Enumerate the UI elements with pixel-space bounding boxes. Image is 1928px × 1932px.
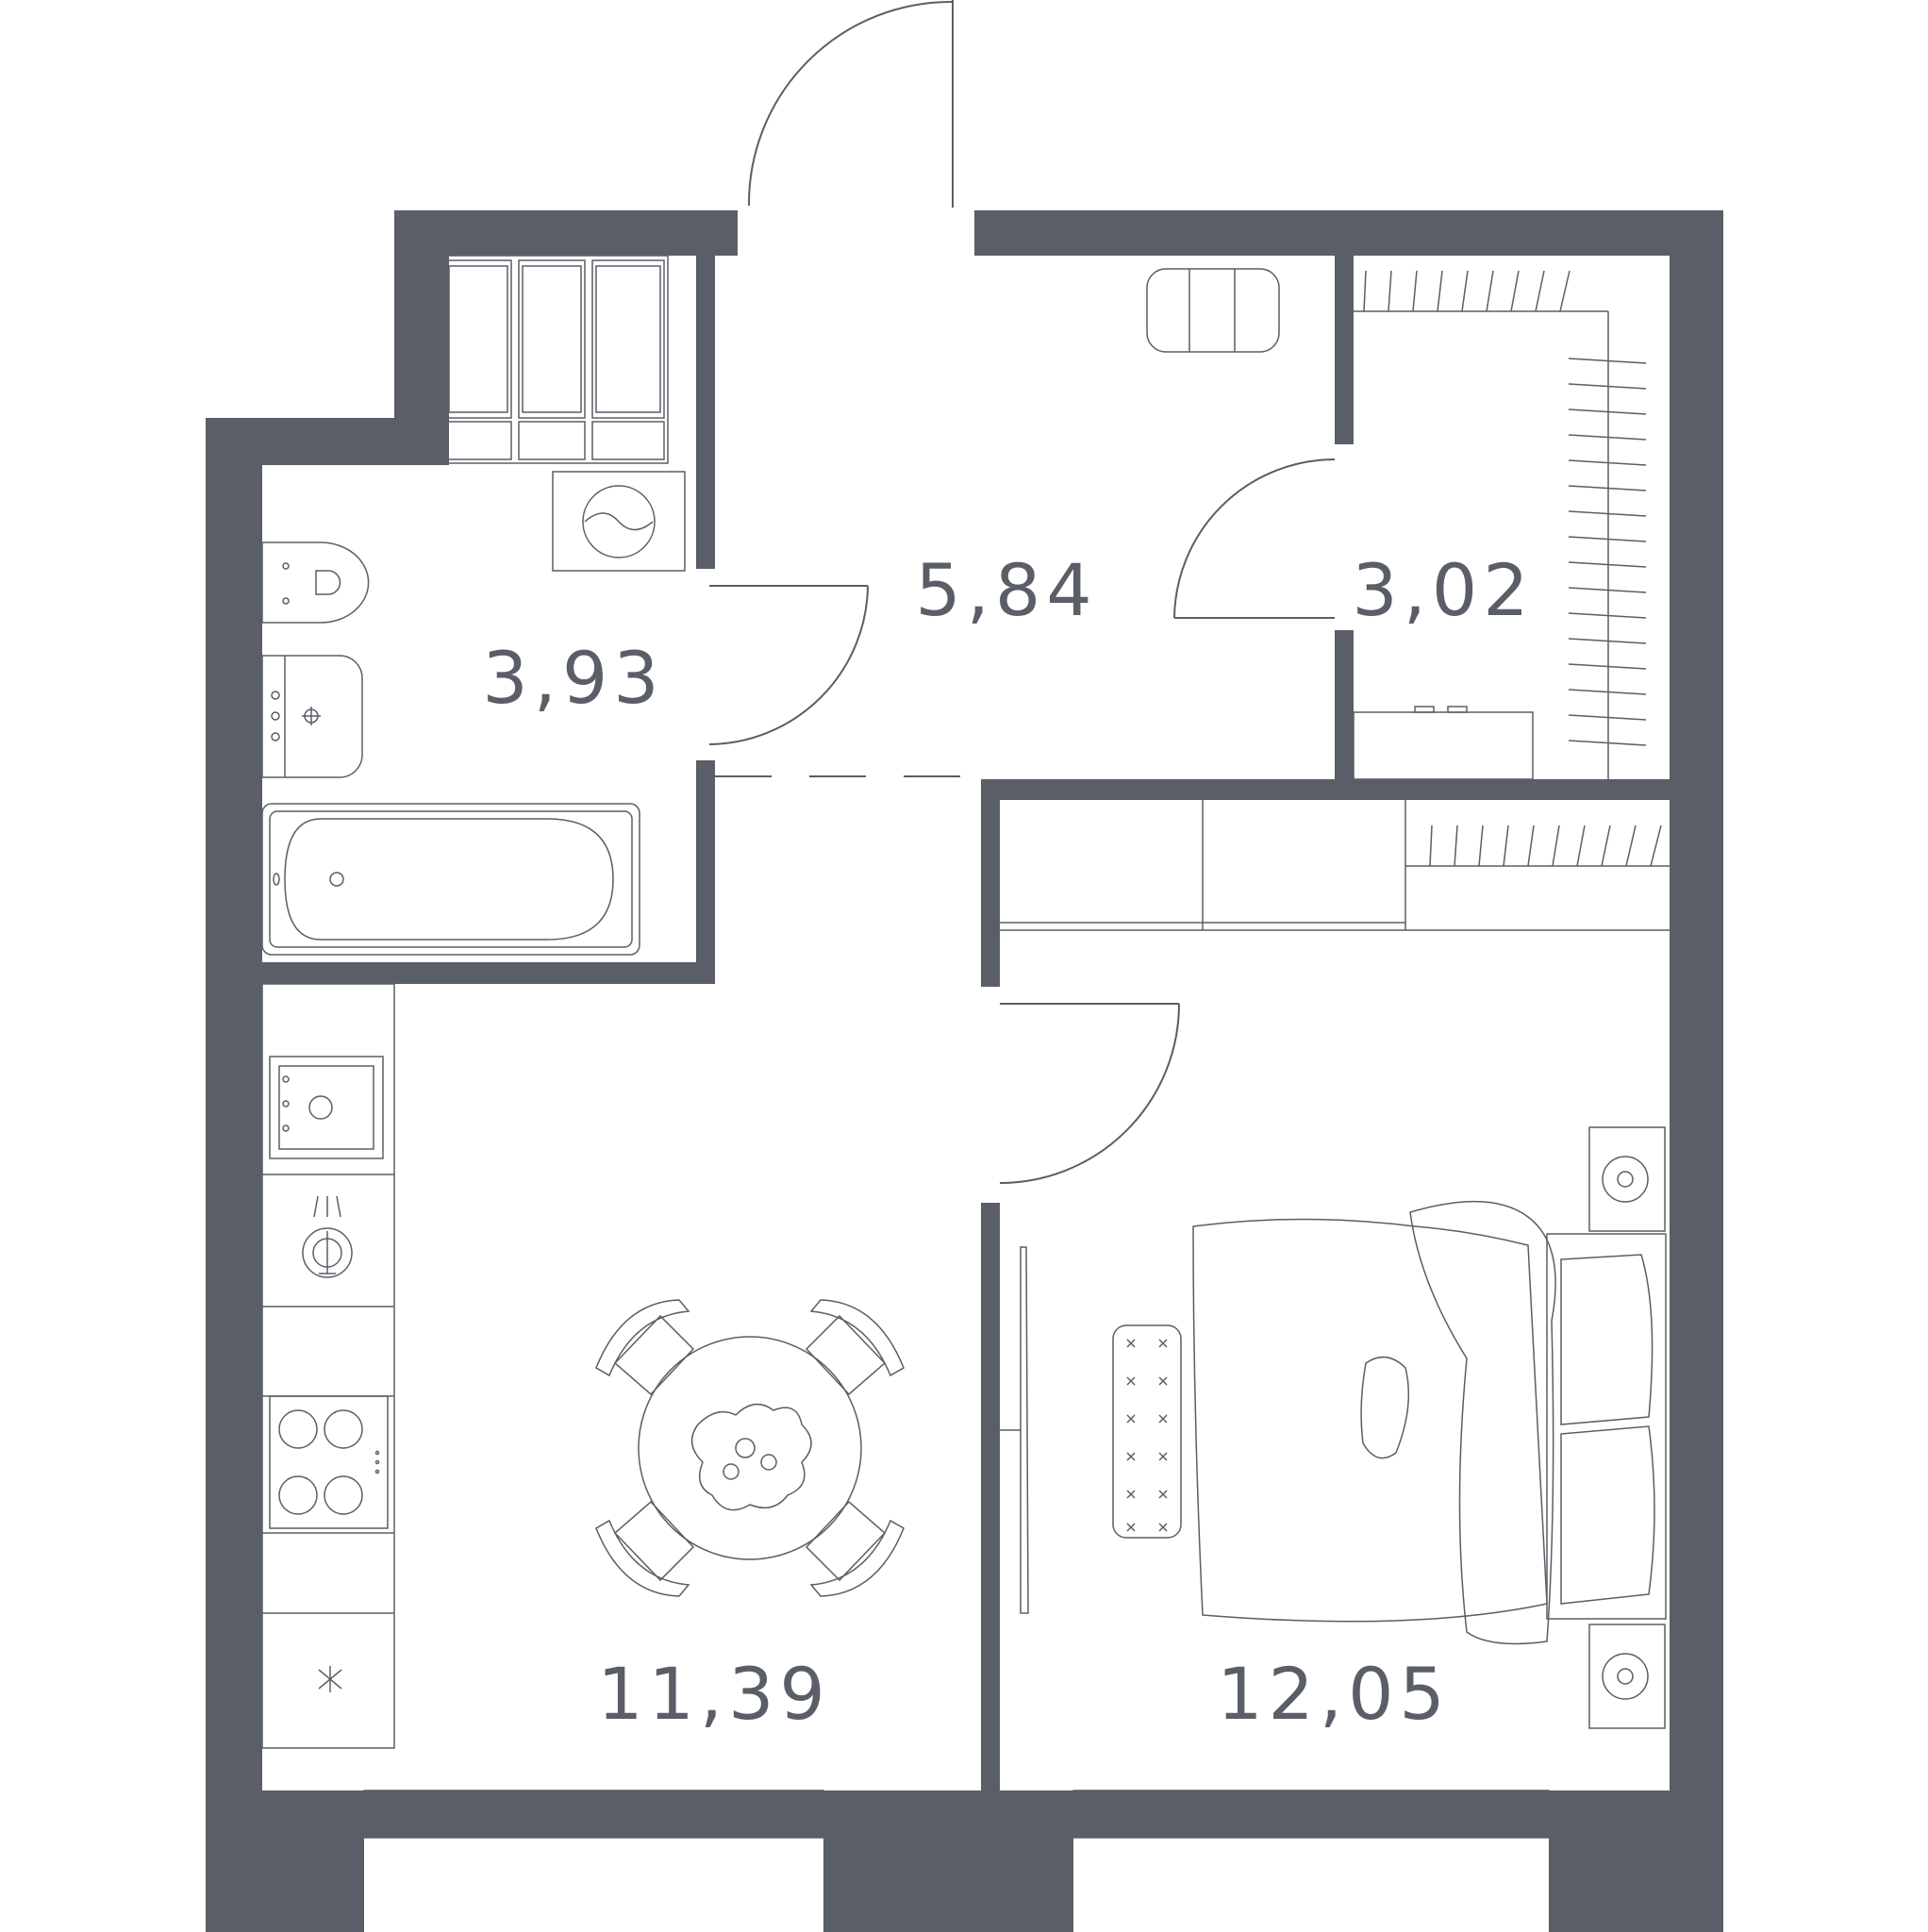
room-area-kitchen-living: 11,39	[597, 1652, 831, 1736]
kitchen-sink-icon	[269, 1056, 384, 1159]
doors	[708, 0, 1336, 1184]
wardrobe-furniture	[1353, 270, 1647, 780]
sink-icon	[261, 655, 363, 778]
hanger-rail-icon	[1354, 270, 1647, 779]
flowers-icon	[690, 1403, 812, 1511]
bench-icon	[1146, 268, 1280, 353]
walls	[206, 210, 1723, 1932]
bedroom-furniture	[1000, 800, 1670, 1729]
washing-machine-icon	[552, 471, 686, 572]
toilet-icon	[261, 541, 370, 624]
windows	[363, 483, 1723, 1839]
bathroom-fixtures	[261, 255, 686, 956]
fridge-icon	[318, 1666, 342, 1692]
bed-icon	[1192, 1126, 1667, 1729]
storage-cabinets-icon	[440, 255, 669, 464]
bathtub-icon	[261, 803, 640, 956]
room-area-bedroom: 12,05	[1217, 1652, 1451, 1736]
shelf-icon	[1353, 706, 1534, 780]
room-area-wardrobe: 3,02	[1352, 548, 1534, 632]
closet-icon	[1000, 800, 1670, 931]
room-area-bathroom: 3,93	[482, 636, 664, 720]
tv-icon	[1000, 1246, 1029, 1614]
water-heater-icon	[302, 1195, 353, 1278]
kitchen-fixtures	[261, 983, 395, 1749]
rug-icon	[1112, 1324, 1182, 1539]
room-area-hallway: 5,84	[915, 548, 1097, 632]
dining-set-icon	[595, 1299, 905, 1597]
hallway-furniture	[1146, 268, 1280, 353]
cooktop-icon	[269, 1395, 389, 1529]
